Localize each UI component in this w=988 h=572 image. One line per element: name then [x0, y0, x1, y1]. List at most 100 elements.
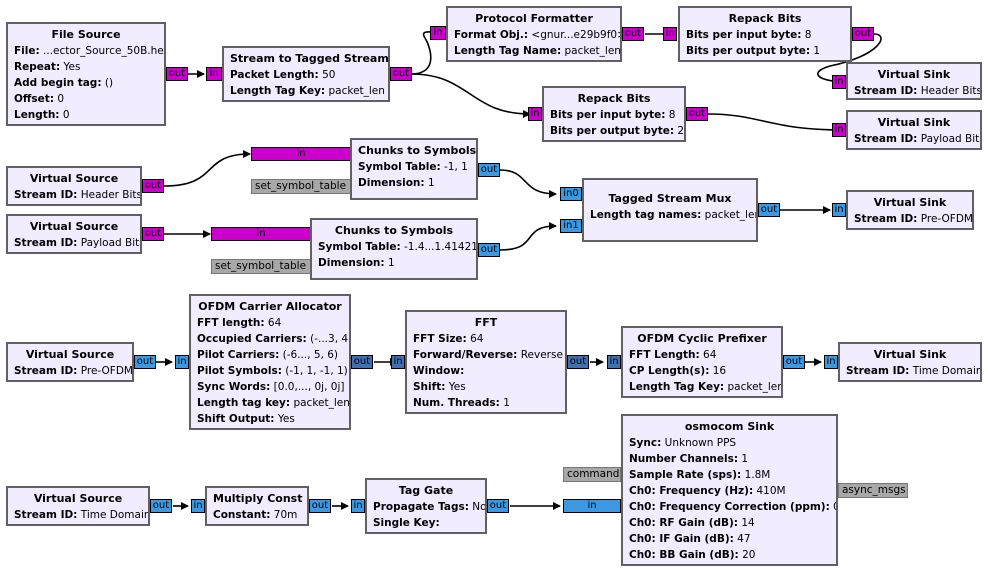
vsrc-header-out-port[interactable]: out — [142, 179, 164, 193]
block-chunks-to-symbols-payload[interactable]: Chunks to Symbols Symbol Table: -1.4...1… — [310, 218, 478, 280]
taggate-out-port[interactable]: out — [487, 499, 509, 513]
wire-repack2-vsinkpayload — [707, 113, 843, 134]
osmocom-async-msgs-port[interactable]: async_msgs — [838, 483, 908, 498]
c2s2-in-port[interactable]: in — [211, 227, 311, 241]
osmocom-command-port[interactable]: command — [563, 467, 621, 482]
param-window: Window: — [413, 365, 465, 377]
block-title: Virtual Source — [33, 492, 123, 505]
param-stream-id: Stream ID: Header Bits — [854, 85, 982, 97]
block-title: Tagged Stream Mux — [608, 192, 732, 205]
block-title: Virtual Source — [29, 172, 119, 185]
param-frequency: Ch0: Frequency (Hz): 410M — [629, 485, 786, 497]
param-rf-gain: Ch0: RF Gain (dB): 14 — [629, 517, 755, 529]
block-virtual-source-header[interactable]: Virtual Source Stream ID: Header Bits — [6, 166, 142, 206]
block-title: File Source — [51, 28, 121, 41]
c2s1-in-port[interactable]: in — [251, 147, 351, 161]
alloc-in-port[interactable]: in — [175, 355, 189, 369]
c2s1-set-symbol-table-port[interactable]: set_symbol_table — [251, 179, 351, 194]
protocol-formatter-out-port[interactable]: out — [622, 27, 644, 41]
block-title: Virtual Sink — [877, 68, 951, 81]
cp-out-port[interactable]: out — [783, 355, 805, 369]
vsink-header-in-port[interactable]: in — [832, 75, 846, 89]
block-title: OFDM Cyclic Prefixer — [637, 332, 767, 345]
wire-vsrcheader-c2s1 — [163, 150, 251, 187]
param-symbol-table: Symbol Table: -1.4...1.41421j — [318, 241, 478, 253]
block-protocol-formatter[interactable]: Protocol Formatter Format Obj.: <gnur...… — [446, 6, 622, 62]
block-virtual-sink-time-domain[interactable]: Virtual Sink Stream ID: Time Domain — [838, 342, 982, 382]
alloc-out-port[interactable]: out — [351, 355, 373, 369]
block-virtual-sink-payload[interactable]: Virtual Sink Stream ID: Payload Bits — [846, 110, 982, 150]
block-title: Virtual Sink — [877, 116, 951, 129]
param-length-tag-name: Length Tag Name: packet_len — [454, 45, 621, 57]
param-stream-id: Stream ID: Pre-OFDM — [14, 365, 133, 377]
param-cp-length: CP Length(s): 16 — [629, 365, 727, 377]
protocol-formatter-in-port[interactable]: in — [430, 26, 446, 40]
vsink-preofdm-in-port[interactable]: in — [832, 203, 846, 217]
param-repeat: Repeat: Yes — [14, 61, 81, 73]
block-title: Virtual Source — [25, 348, 115, 361]
param-length: Length: 0 — [14, 109, 70, 121]
repack2-in-port[interactable]: in — [528, 107, 542, 121]
taggate-in-port[interactable]: in — [351, 499, 365, 513]
block-virtual-sink-header[interactable]: Virtual Sink Stream ID: Header Bits — [846, 62, 982, 100]
block-title: OFDM Carrier Allocator — [198, 300, 342, 313]
block-title: Virtual Source — [29, 220, 119, 233]
param-stream-id: Stream ID: Payload Bits — [854, 133, 982, 145]
s2ts-out-port[interactable]: out — [390, 67, 412, 81]
vsrc-payload-out-port[interactable]: out — [142, 227, 164, 241]
block-virtual-sink-preofdm[interactable]: Virtual Sink Stream ID: Pre-OFDM — [846, 190, 974, 230]
param-fft-size: FFT Size: 64 — [413, 333, 484, 345]
tsmux-in1-port[interactable]: in1 — [560, 219, 582, 233]
repack1-in-port[interactable]: in — [663, 27, 677, 41]
block-ofdm-cyclic-prefixer[interactable]: OFDM Cyclic Prefixer FFT Length: 64 CP L… — [621, 326, 783, 398]
block-stream-to-tagged-stream[interactable]: Stream to Tagged Stream Packet Length: 5… — [222, 46, 390, 102]
vsrc-preofdm-out-port[interactable]: out — [134, 355, 156, 369]
block-title: Virtual Sink — [873, 348, 947, 361]
c2s1-out-port[interactable]: out — [478, 163, 500, 177]
c2s2-out-port[interactable]: out — [478, 243, 500, 257]
param-stream-id: Stream ID: Pre-OFDM — [854, 213, 973, 225]
block-tagged-stream-mux[interactable]: Tagged Stream Mux Length tag names: pack… — [582, 178, 758, 242]
param-bits-in: Bits per input byte: 8 — [550, 109, 676, 121]
param-fft-length: FFT Length: 64 — [629, 349, 717, 361]
repack1-out-port[interactable]: out — [852, 27, 874, 41]
block-multiply-const[interactable]: Multiply Const Constant: 70m — [205, 486, 309, 526]
param-dimension: Dimension: 1 — [358, 177, 435, 189]
vsink-payload-in-port[interactable]: in — [832, 123, 846, 137]
vsink-td-in-port[interactable]: in — [824, 355, 838, 369]
mult-out-port[interactable]: out — [309, 499, 331, 513]
block-virtual-source-time-domain[interactable]: Virtual Source Stream ID: Time Domain — [6, 486, 150, 526]
block-chunks-to-symbols-header[interactable]: Chunks to Symbols Symbol Table: -1, 1 Di… — [350, 138, 478, 200]
param-stream-id: Stream ID: Header Bits — [14, 189, 142, 201]
repack2-out-port[interactable]: out — [686, 107, 708, 121]
block-file-source[interactable]: File Source File: ...ector_Source_50B.he… — [6, 22, 166, 126]
c2s2-set-symbol-table-port[interactable]: set_symbol_table — [211, 259, 311, 274]
param-symbol-table: Symbol Table: -1, 1 — [358, 161, 468, 173]
osmocom-in-port[interactable]: in — [563, 499, 621, 513]
mult-in-port[interactable]: in — [191, 499, 205, 513]
cp-in-port[interactable]: in — [607, 355, 621, 369]
fft-out-port[interactable]: out — [567, 355, 589, 369]
block-tag-gate[interactable]: Tag Gate Propagate Tags: No Single Key: — [365, 478, 487, 534]
vsrc-td-out-port[interactable]: out — [150, 499, 172, 513]
param-constant: Constant: 70m — [213, 509, 298, 521]
block-osmocom-sink[interactable]: osmocom Sink Sync: Unknown PPS Number Ch… — [621, 414, 838, 566]
block-title: Chunks to Symbols — [358, 144, 477, 157]
block-ofdm-carrier-allocator[interactable]: OFDM Carrier Allocator FFT length: 64 Oc… — [189, 294, 351, 430]
tsmux-in0-port[interactable]: in0 — [560, 187, 582, 201]
param-length-tag-key: Length Tag Key: packet_len — [629, 381, 783, 393]
block-repack-bits-payload[interactable]: Repack Bits Bits per input byte: 8 Bits … — [542, 86, 686, 142]
tsmux-out-port[interactable]: out — [758, 203, 780, 217]
param-sync: Sync: Unknown PPS — [629, 437, 737, 449]
block-repack-bits-header[interactable]: Repack Bits Bits per input byte: 8 Bits … — [678, 6, 852, 62]
param-pilot-carriers: Pilot Carriers: (-6..., 5, 6) — [197, 349, 339, 361]
block-virtual-source-preofdm[interactable]: Virtual Source Stream ID: Pre-OFDM — [6, 342, 134, 382]
param-length-tag-names: Length tag names: packet_len — [590, 209, 758, 221]
block-fft[interactable]: FFT FFT Size: 64 Forward/Reverse: Revers… — [405, 310, 567, 414]
fft-in-port[interactable]: in — [391, 355, 405, 369]
block-virtual-source-payload[interactable]: Virtual Source Stream ID: Payload Bits — [6, 214, 142, 254]
block-title: osmocom Sink — [684, 420, 775, 433]
s2ts-in-port[interactable]: in — [206, 67, 222, 81]
file-source-out-port[interactable]: out — [166, 67, 188, 81]
